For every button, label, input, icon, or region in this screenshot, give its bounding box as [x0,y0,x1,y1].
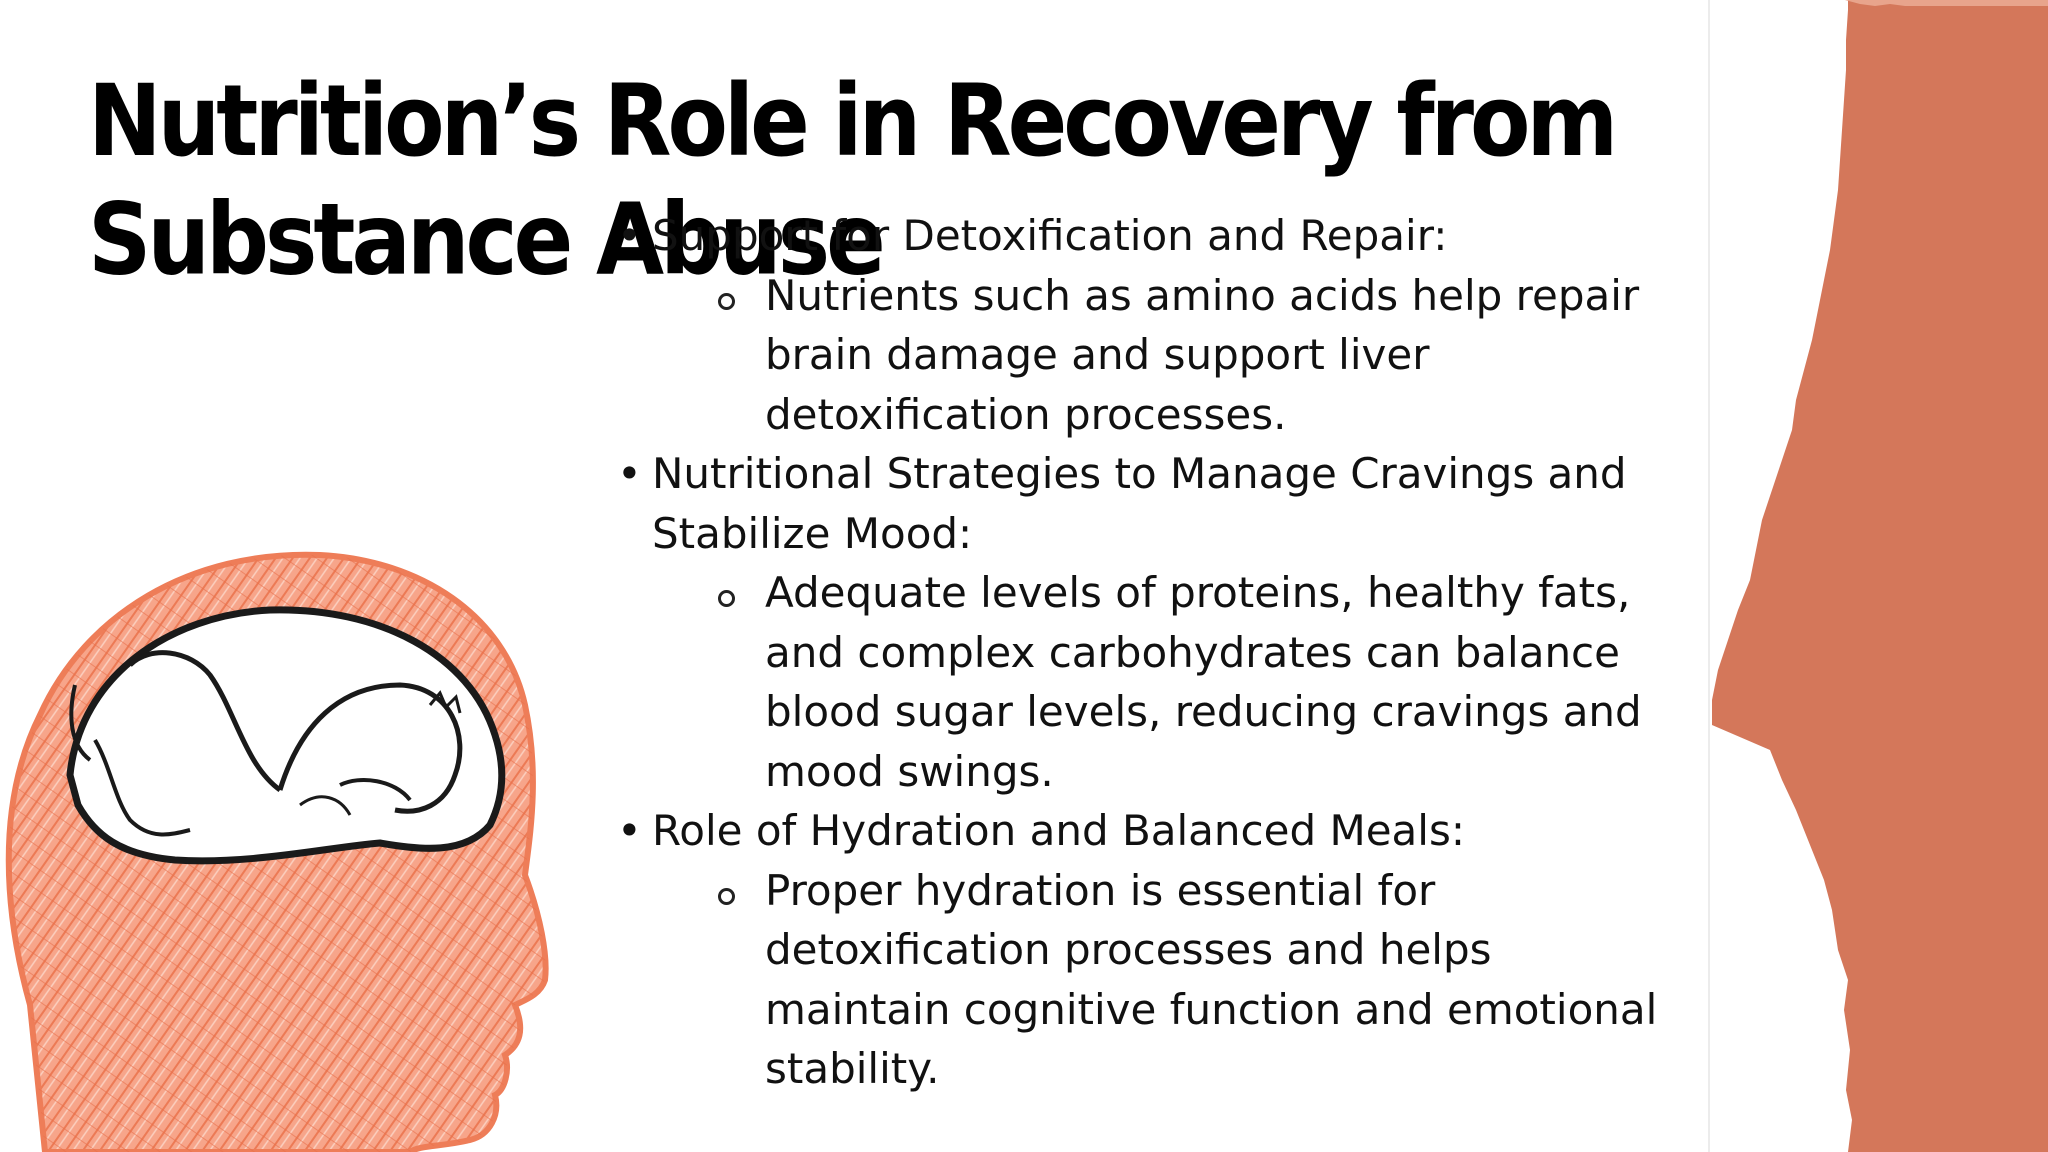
bullet-item: • Role of Hydration and Balanced Meals: … [612,801,1672,1099]
bullet-item: • Nutritional Strategies to Manage Cravi… [612,444,1672,801]
bullet-marker: • [617,806,642,855]
bullet-marker: • [617,211,642,260]
bullet-item: • Support for Detoxification and Repair:… [612,206,1672,444]
sub-bullet-text: Proper hydration is essential for detoxi… [765,865,1658,1094]
sub-bullet-list: Adequate levels of proteins, healthy fat… [652,563,1672,801]
sub-bullet-item: Proper hydration is essential for detoxi… [652,861,1672,1099]
bullet-marker: • [617,449,642,498]
hollow-circle-marker-icon [718,292,735,310]
sub-bullet-list: Nutrients such as amino acids help repai… [652,266,1672,445]
bullet-heading: Support for Detoxification and Repair: [652,211,1448,260]
bullet-heading: Nutritional Strategies to Manage Craving… [652,449,1627,558]
head-with-curled-figure-illustration [5,551,549,1152]
sub-bullet-list: Proper hydration is essential for detoxi… [652,861,1672,1099]
bullet-list: • Support for Detoxification and Repair:… [612,206,1672,1099]
slide-title: Nutrition’s Role in Recovery from Substa… [88,63,1618,298]
bullet-heading: Role of Hydration and Balanced Meals: [652,806,1465,855]
sub-bullet-text: Nutrients such as amino acids help repai… [765,270,1640,439]
torn-paper-strip-decoration [1712,0,2048,1152]
hollow-circle-marker-icon [718,887,735,905]
slide-divider [1708,0,1710,1152]
sub-bullet-item: Adequate levels of proteins, healthy fat… [652,563,1672,801]
sub-bullet-item: Nutrients such as amino acids help repai… [652,266,1672,445]
sub-bullet-text: Adequate levels of proteins, healthy fat… [765,568,1642,796]
hollow-circle-marker-icon [718,590,735,607]
